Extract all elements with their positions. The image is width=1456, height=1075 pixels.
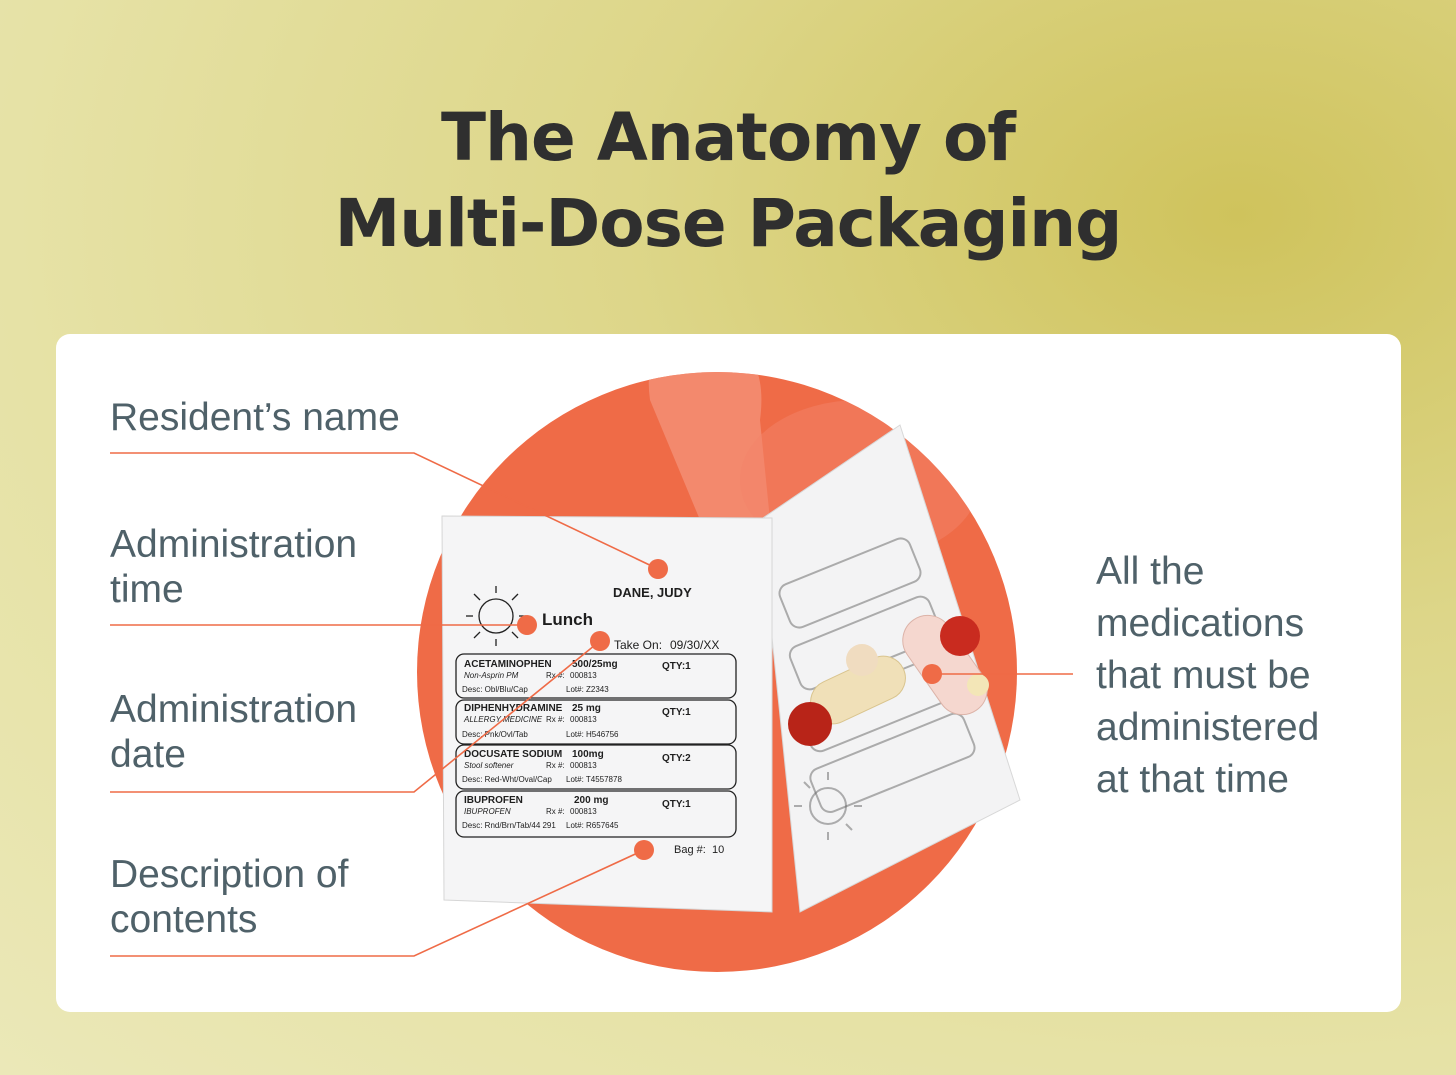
callout-lines xyxy=(110,452,1073,957)
svg-text:IBUPROFEN: IBUPROFEN xyxy=(464,795,523,806)
svg-text:Rx #:: Rx #: xyxy=(546,807,565,816)
callout-dot-resident-name xyxy=(648,559,668,579)
svg-text:DIPHENHYDRAMINE: DIPHENHYDRAMINE xyxy=(464,703,563,714)
label-administration-date: Administration date xyxy=(110,688,358,776)
svg-text:QTY:1: QTY:1 xyxy=(662,707,691,718)
back-pouch xyxy=(759,424,1021,913)
callout-line-administration-date xyxy=(110,640,601,793)
packet-resident-name: DANE, JUDY xyxy=(613,585,692,600)
svg-text:000813: 000813 xyxy=(570,761,597,770)
packet-take-on-label: Take On: xyxy=(614,638,662,652)
svg-text:Non-Asprin PM: Non-Asprin PM xyxy=(464,671,519,680)
svg-text:IBUPROFEN: IBUPROFEN xyxy=(464,807,511,816)
callout-dots xyxy=(517,559,942,860)
svg-text:100mg: 100mg xyxy=(572,749,604,760)
svg-text:Desc: Rnd/Brn/Tab/44 291: Desc: Rnd/Brn/Tab/44 291 xyxy=(462,821,556,830)
med-row: DOCUSATE SODIUM 100mg QTY:2 Stool soften… xyxy=(455,744,737,790)
svg-text:000813: 000813 xyxy=(570,671,597,680)
svg-text:QTY:2: QTY:2 xyxy=(662,753,691,764)
med-row: ACETAMINOPHEN 500/25mg QTY:1 Non-Asprin … xyxy=(455,653,737,699)
svg-text:Lot#: R657645: Lot#: R657645 xyxy=(566,821,619,830)
svg-text:ACETAMINOPHEN: ACETAMINOPHEN xyxy=(464,659,552,670)
svg-text:Rx #:: Rx #: xyxy=(546,671,565,680)
callout-dot-all-medications xyxy=(922,664,942,684)
callout-line-resident-name xyxy=(110,452,659,570)
label-all-medications: All the medications that must be adminis… xyxy=(1096,550,1320,801)
label-administration-time: Administration time xyxy=(110,523,358,611)
label-description-of-contents: Description of contents xyxy=(110,853,349,941)
title-line-1: The Anatomy of xyxy=(440,99,1016,176)
svg-text:Lot#: Z2343: Lot#: Z2343 xyxy=(566,685,609,694)
svg-text:Desc: Obl/Blu/Cap: Desc: Obl/Blu/Cap xyxy=(462,685,528,694)
svg-text:DOCUSATE SODIUM: DOCUSATE SODIUM xyxy=(464,749,562,760)
svg-text:500/25mg: 500/25mg xyxy=(572,659,618,670)
title-line-2: Multi-Dose Packaging xyxy=(334,185,1123,262)
callout-line-description xyxy=(110,849,645,957)
svg-text:Lot#: T4557878: Lot#: T4557878 xyxy=(566,775,622,784)
svg-text:25 mg: 25 mg xyxy=(572,703,601,714)
svg-text:QTY:1: QTY:1 xyxy=(662,661,691,672)
back-sun-icon xyxy=(794,772,862,840)
svg-text:000813: 000813 xyxy=(570,807,597,816)
med-row: IBUPROFEN 200 mg QTY:1 IBUPROFEN Rx #: 0… xyxy=(455,790,737,838)
packet-time: Lunch xyxy=(542,610,593,629)
svg-text:000813: 000813 xyxy=(570,715,597,724)
front-pouch: DANE, JUDY Lunch Take On: 09/30/XX ACETA… xyxy=(441,515,773,913)
pills xyxy=(788,614,989,746)
callout-dot-administration-date xyxy=(590,631,610,651)
packet-take-on-date: 09/30/XX xyxy=(670,638,719,652)
callout-dot-administration-time xyxy=(517,615,537,635)
packet-bag-number: 10 xyxy=(712,844,724,856)
packet-bag-label: Bag #: xyxy=(674,844,706,856)
svg-text:Rx #:: Rx #: xyxy=(546,715,565,724)
page-title: The Anatomy of Multi-Dose Packaging xyxy=(0,95,1456,267)
svg-text:Rx #:: Rx #: xyxy=(546,761,565,770)
svg-text:Lot#: H546756: Lot#: H546756 xyxy=(566,730,619,739)
svg-text:200 mg: 200 mg xyxy=(574,795,608,806)
label-resident-name: Resident’s name xyxy=(110,396,400,439)
svg-text:QTY:1: QTY:1 xyxy=(662,799,691,810)
callout-dot-description xyxy=(634,840,654,860)
svg-text:Stool softener: Stool softener xyxy=(464,761,514,770)
svg-text:Desc: Red-Wht/Oval/Cap: Desc: Red-Wht/Oval/Cap xyxy=(462,775,552,784)
svg-text:Desc: Pnk/Ovl/Tab: Desc: Pnk/Ovl/Tab xyxy=(462,730,528,739)
